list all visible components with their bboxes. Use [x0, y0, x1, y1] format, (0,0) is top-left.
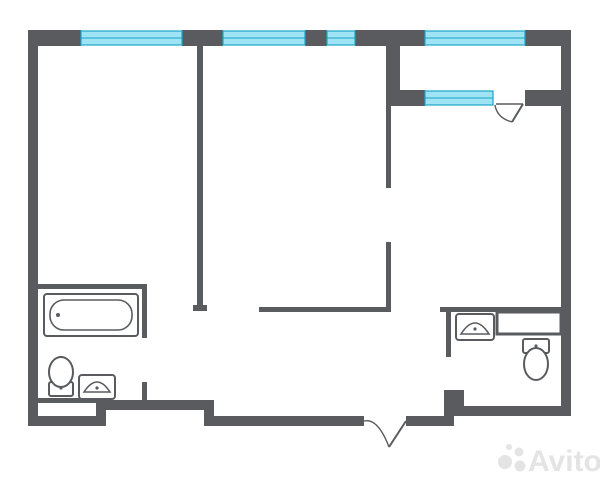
wall-living-bottom	[259, 307, 391, 312]
watermark-text: Avito	[528, 445, 600, 478]
window-kitchen	[424, 90, 494, 106]
toilet-bowl-toilet-room	[522, 338, 550, 381]
window-living-room-small	[326, 30, 356, 46]
window-living-room	[222, 30, 306, 46]
doors	[363, 103, 524, 448]
balcony-wall-left	[386, 30, 400, 106]
wall-bottom-4	[406, 416, 454, 426]
wall-top-pier-2	[305, 30, 327, 46]
wall-top-right	[525, 30, 571, 46]
wall-bottom-2	[96, 400, 212, 410]
wall-bath-shelf	[38, 398, 100, 403]
wall-kitchen-living-upper	[386, 104, 391, 188]
washbasin-toilet-room	[455, 313, 495, 341]
wall-left	[28, 30, 38, 426]
interior-walls	[38, 46, 571, 408]
wall-bottom-5	[444, 406, 571, 416]
wall-bottom-1	[28, 416, 106, 426]
balcony-pier-right	[525, 90, 571, 106]
wall-bedroom-living-end	[193, 305, 207, 311]
wall-toilet-divider	[495, 310, 563, 336]
wall-toilet-left	[446, 307, 451, 357]
wall-kitchen-living-lower	[386, 242, 391, 312]
windows	[80, 30, 526, 106]
avito-watermark: Avito	[498, 444, 600, 478]
wall-bottom-step-1	[96, 400, 106, 426]
bathtub	[43, 293, 139, 337]
wall-top-left	[28, 30, 81, 46]
door-balcony	[494, 103, 524, 123]
wall-bedroom-living	[197, 46, 203, 310]
wall-bath-top	[38, 284, 147, 289]
washbasin	[78, 374, 116, 400]
wall-right	[561, 30, 571, 416]
wall-bottom-step-2	[204, 400, 214, 426]
window-bedroom	[80, 30, 183, 46]
wall-toilet-right-lower	[561, 312, 571, 408]
avito-dots-icon	[498, 444, 526, 472]
wall-bottom-3	[204, 416, 364, 426]
fixtures	[43, 293, 550, 400]
door-entrance	[363, 420, 407, 448]
wall-toilet-top	[440, 307, 561, 312]
balcony-pier-left	[400, 90, 425, 106]
toilet-bowl	[48, 356, 74, 397]
wall-bottom-right-step	[454, 390, 464, 408]
exterior-walls	[28, 30, 571, 426]
wall-bath-right-lower	[142, 382, 147, 402]
wall-top-pier-1	[182, 30, 223, 46]
window-balcony	[424, 30, 526, 46]
wall-bath-right	[142, 284, 147, 338]
